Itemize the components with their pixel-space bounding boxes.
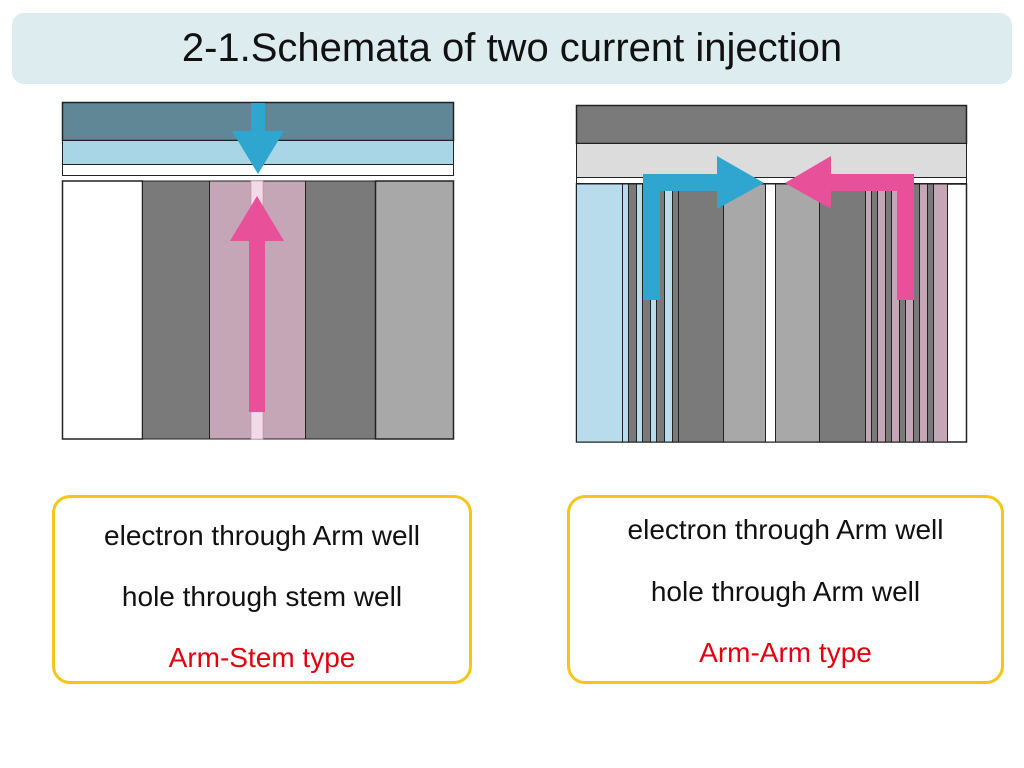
caption-electron-line: electron through Arm well (104, 520, 420, 551)
caption-type-label: Arm-Stem type (168, 642, 356, 673)
arm-arm-diagram (574, 103, 970, 445)
arm-stem-diagram (60, 100, 456, 444)
caption-hole-line: hole through stem well (121, 581, 403, 612)
electron-arrow-down (232, 103, 284, 174)
caption-arm-stem: electron through Arm well hole through s… (52, 495, 472, 684)
caption-hole-line: hole through Arm well (650, 576, 921, 607)
slide-title: 2-1.Schemata of two current injection (181, 26, 843, 70)
caption-electron-line: electron through Arm well (627, 514, 944, 545)
top-layers (575, 104, 968, 184)
well-columns (575, 183, 968, 443)
title-bar: 2-1.Schemata of two current injection (12, 13, 1012, 84)
caption-arm-arm: electron through Arm well hole through A… (567, 495, 1004, 684)
arm-fingers-right (865, 183, 948, 443)
hole-arrow-left (785, 156, 914, 300)
electron-arrow-right (643, 156, 764, 300)
caption-type-label: Arm-Arm type (699, 637, 872, 668)
hole-arrow-up (230, 196, 284, 412)
